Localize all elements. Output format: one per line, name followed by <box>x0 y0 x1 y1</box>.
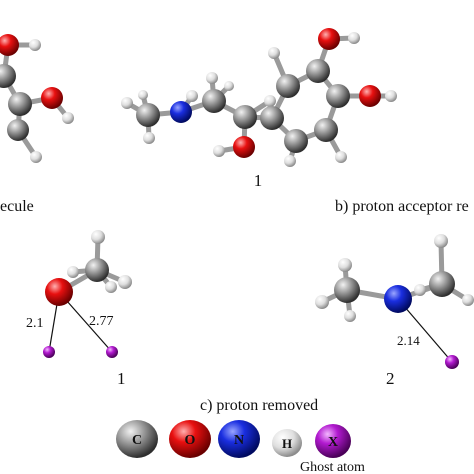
carbon-atom <box>326 84 350 108</box>
hydrogen-atom <box>335 151 347 163</box>
hydrogen-atom <box>29 39 41 51</box>
hydrogen-atom <box>30 151 42 163</box>
hydrogen-atom <box>213 145 225 157</box>
legend-ghost-sphere <box>315 424 351 458</box>
oxygen-atom <box>41 87 63 109</box>
hydrogen-atom <box>344 310 356 322</box>
oxygen-atom <box>0 34 19 56</box>
hydrogen-atom <box>143 132 155 144</box>
carbon-atom <box>306 59 330 83</box>
hydrogen-atom <box>338 258 352 272</box>
carbon-atom <box>314 118 338 142</box>
hydrogen-atom <box>121 97 133 109</box>
legend-oxygen-sphere <box>169 420 211 458</box>
legend-nitrogen: N <box>218 420 260 458</box>
legend-carbon-sphere <box>116 420 158 458</box>
hydrogen-atom <box>268 47 280 59</box>
atom-spheres <box>0 28 474 369</box>
legend-hydrogen-sphere <box>272 429 302 457</box>
nitrogen-atom <box>384 285 412 313</box>
hydrogen-atom <box>462 294 474 306</box>
carbon-atom <box>202 89 226 113</box>
legend-carbon-symbol: C <box>132 433 142 448</box>
hydrogen-atom <box>138 90 148 100</box>
legend-oxygen: O <box>169 420 211 458</box>
legend-nitrogen-symbol: N <box>234 433 244 448</box>
panel-c-index-right: 2 <box>386 369 395 388</box>
hydrogen-atom <box>105 281 117 293</box>
hydrogen-atom <box>186 90 198 102</box>
legend-ghost-caption: Ghost atom <box>300 460 365 474</box>
oxygen-atom <box>45 278 73 306</box>
legend-oxygen-symbol: O <box>185 433 196 448</box>
carbon-atom <box>284 129 308 153</box>
oxygen-atom <box>359 85 381 107</box>
carbon-atom <box>8 92 32 116</box>
hydrogen-atom <box>206 72 218 84</box>
nitrogen-atom <box>170 101 192 123</box>
hydrogen-atom <box>264 95 276 107</box>
carbon-atom <box>334 277 360 303</box>
legend-hydrogen-symbol: H <box>282 436 292 451</box>
hydrogen-atom <box>315 295 329 309</box>
hydrogen-atom <box>348 32 360 44</box>
caption-a: ecule <box>0 198 34 215</box>
ghost-atom <box>106 346 118 358</box>
caption-c: c) proton removed <box>200 397 318 414</box>
carbon-atom <box>276 74 300 98</box>
ghost-atom <box>445 355 459 369</box>
legend-carbon: C <box>116 420 158 458</box>
carbon-atom <box>136 103 160 127</box>
hydrogen-atom <box>284 155 296 167</box>
panel-c-index-left: 1 <box>117 369 126 388</box>
carbon-atom <box>260 106 284 130</box>
legend-nitrogen-sphere <box>218 420 260 458</box>
hydrogen-atom <box>91 230 105 244</box>
hydrogen-atom <box>67 266 79 278</box>
distance-label-left-b: 2.77 <box>89 314 114 329</box>
hydrogen-atom <box>414 284 426 296</box>
hydrogen-atom <box>385 90 397 102</box>
legend-ghost: X <box>315 424 351 458</box>
carbon-atom <box>85 258 109 282</box>
hydrogen-atom <box>62 112 74 124</box>
carbon-atom <box>429 271 455 297</box>
hydrogen-atom <box>434 234 448 248</box>
carbon-atom <box>233 105 257 129</box>
caption-b: b) proton acceptor re <box>335 198 469 215</box>
carbon-atom <box>7 119 29 141</box>
molecule-index-top: 1 <box>254 171 263 190</box>
legend-ghost-symbol: X <box>328 435 338 450</box>
hydrogen-atom <box>118 275 132 289</box>
atom-legend: C O N H X Ghost atom <box>116 420 365 474</box>
oxygen-atom <box>233 136 255 158</box>
oxygen-atom <box>318 28 340 50</box>
legend-hydrogen: H <box>272 429 302 457</box>
distance-label-right: 2.14 <box>397 333 420 348</box>
ghost-atom <box>43 346 55 358</box>
hydrogen-atom <box>224 81 234 91</box>
carbon-atom <box>0 64 16 88</box>
distance-label-left-a: 2.1 <box>26 316 44 331</box>
